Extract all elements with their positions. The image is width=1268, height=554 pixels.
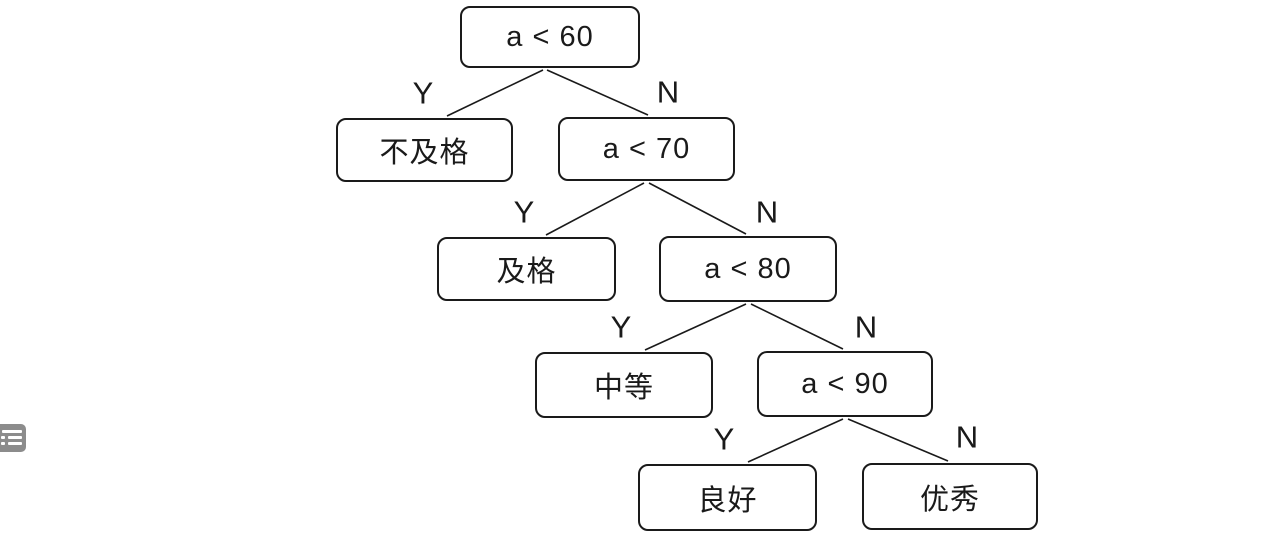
node-label: 良好	[697, 484, 758, 517]
node-a-lt-70: a < 70	[558, 117, 735, 181]
node-medium: 中等	[535, 352, 713, 418]
edge-label-yes: Y	[610, 309, 632, 345]
list-icon-line	[2, 430, 22, 433]
node-pass: 及格	[437, 237, 616, 301]
node-label: a < 80	[704, 252, 792, 285]
node-a-lt-80: a < 80	[659, 236, 837, 302]
node-good: 良好	[638, 464, 817, 531]
list-icon-line	[8, 442, 22, 445]
node-label: 及格	[496, 256, 557, 288]
edge-label-yes: Y	[412, 75, 434, 111]
list-icon-line	[8, 436, 22, 439]
edge-label-yes: Y	[713, 421, 735, 457]
node-a-lt-60: a < 60	[460, 6, 640, 68]
node-label: 不及格	[379, 137, 470, 169]
node-label: a < 70	[602, 132, 691, 165]
edge-label-no: N	[955, 419, 979, 455]
edge-label-no: N	[656, 74, 680, 110]
list-icon-bullet	[1, 436, 5, 439]
edge-label-no: N	[755, 194, 779, 230]
node-fail: 不及格	[336, 118, 513, 182]
edge-label-no: N	[854, 309, 878, 345]
node-a-lt-90: a < 90	[757, 351, 933, 417]
list-icon-bullet	[1, 442, 5, 445]
node-label: 中等	[593, 372, 654, 404]
node-label: 优秀	[919, 483, 980, 516]
list-icon[interactable]	[0, 424, 26, 452]
edge-label-yes: Y	[513, 194, 535, 230]
node-excellent: 优秀	[862, 463, 1038, 530]
node-label: a < 60	[506, 20, 594, 53]
node-label: a < 90	[801, 367, 889, 400]
